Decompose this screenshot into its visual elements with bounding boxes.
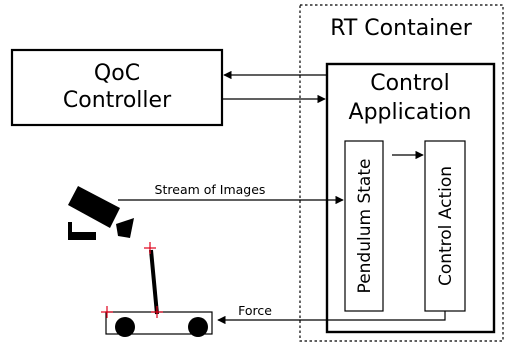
force-label: Force xyxy=(238,303,272,318)
qoc-controller-label-line1: QoC xyxy=(94,61,140,86)
force-arrow: Force xyxy=(217,303,446,325)
inverted-pendulum-cart-icon xyxy=(101,242,213,337)
pendulum-state-label: Pendulum State xyxy=(355,159,375,294)
qoc-controller-label-line2: Controller xyxy=(63,88,172,113)
control-application-label-line1: Control xyxy=(370,71,450,96)
security-camera-icon xyxy=(68,186,134,240)
rt-container: RT Container xyxy=(299,4,504,342)
qoc-controller-box: QoC Controller xyxy=(10,48,224,127)
control-application-box: Control Application xyxy=(325,62,496,334)
stream-of-images-arrow: Stream of Images xyxy=(118,182,344,205)
pendulum-state-box: Pendulum State xyxy=(344,140,384,312)
control-action-label: Control Action xyxy=(436,166,456,286)
tracking-markers xyxy=(101,242,163,318)
rt-container-title: RT Container xyxy=(330,16,473,41)
control-action-box: Control Action xyxy=(424,140,466,312)
control-application-label-line2: Application xyxy=(349,100,472,125)
stream-of-images-label: Stream of Images xyxy=(155,182,266,197)
